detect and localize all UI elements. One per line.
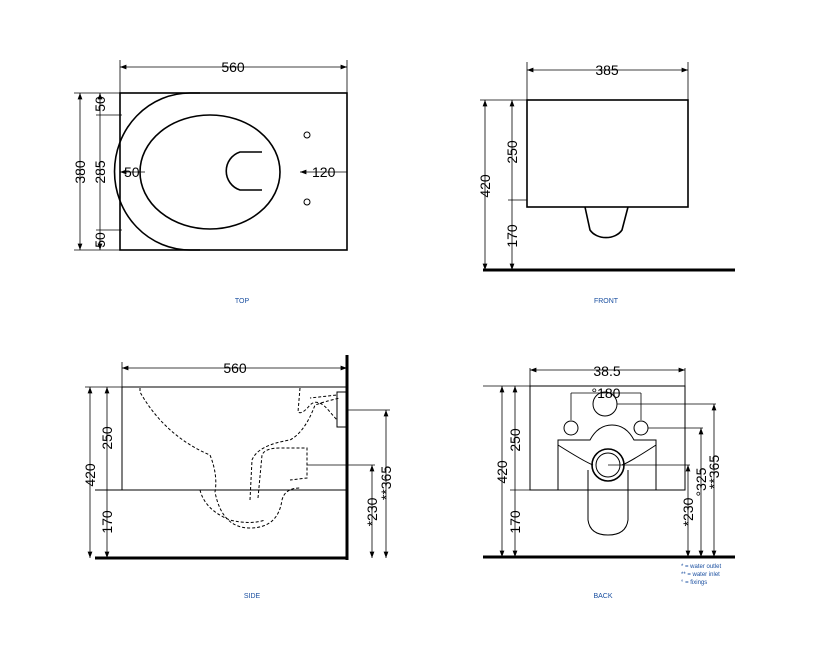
fixing-hole (633, 420, 649, 436)
dim-inlet: **365 (706, 455, 722, 489)
dim-height: 420 (477, 174, 493, 198)
fixing-hole (563, 420, 579, 436)
fixing-hole (303, 131, 311, 139)
bowl-inner (139, 114, 281, 230)
dim-floor: 170 (507, 510, 523, 534)
dim-outlet: *230 (680, 497, 696, 526)
top-view: 560 380 50 285 50 50 120 TOP (72, 59, 348, 305)
dim-height: 420 (82, 463, 98, 487)
dim-fixing: 120 (312, 164, 336, 180)
dim-fixing-height: °325 (693, 467, 709, 496)
front-outline (526, 99, 689, 208)
legend-item: * = water outlet (681, 564, 722, 570)
dim-body: 250 (507, 428, 523, 452)
dim-margin-bottom: 50 (92, 232, 108, 248)
back-view: 38.5 °180 420 250 170 *230 °325 **365 BA… (483, 363, 735, 600)
caption-back: BACK (593, 593, 612, 600)
dim-floor: 170 (504, 224, 520, 248)
legend-item: ** = water inlet (681, 572, 720, 578)
dim-height: 420 (494, 460, 510, 484)
caption-front: FRONT (594, 298, 619, 305)
dim-width: 385 (595, 62, 619, 78)
caption-top: TOP (235, 298, 250, 305)
side-view: 560 420 250 170 *230 **365 SIDE (82, 355, 394, 600)
dim-inlet: **365 (378, 466, 394, 500)
bowl (584, 206, 629, 239)
bowl-rim (113, 92, 200, 251)
dim-body: 250 (99, 426, 115, 450)
dim-inset: 50 (124, 164, 140, 180)
dim-width: 560 (223, 360, 247, 376)
dim-width: 560 (221, 59, 245, 75)
dim-fixing-spacing: °180 (592, 385, 621, 401)
legend-item: ° = fixings (681, 580, 707, 586)
outlet (225, 151, 262, 191)
front-view: 385 420 250 170 FRONT (477, 62, 735, 305)
dim-inner: 285 (92, 160, 108, 184)
dim-outlet: *230 (364, 497, 380, 526)
dim-floor: 170 (99, 510, 115, 534)
dim-width: 38.5 (593, 363, 620, 379)
dim-body: 250 (504, 140, 520, 164)
dim-margin-top: 50 (92, 96, 108, 112)
fixing-hole (303, 198, 311, 206)
legend: * = water outlet ** = water inlet ° = fi… (681, 564, 722, 586)
dim-depth: 380 (72, 160, 88, 184)
caption-side: SIDE (244, 593, 261, 600)
